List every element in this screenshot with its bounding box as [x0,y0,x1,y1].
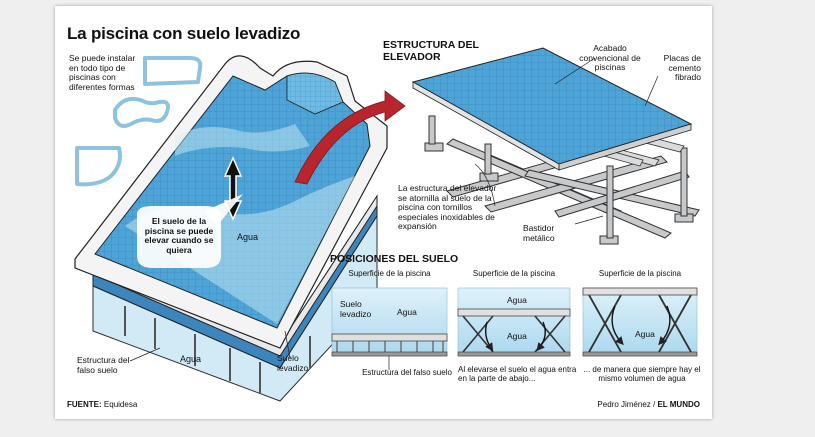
panel1-water-label: Agua [397,307,417,317]
page-title: La piscina con suelo levadizo [67,24,301,43]
panel3-top-label: Superficie de la piscina [598,269,682,278]
pool-shape-icons [75,56,203,187]
panel1-floor-label: Suelo levadizo [340,299,372,319]
author-name: Pedro Jiménez / [597,400,656,409]
shapes-note: Se puede instalar en todo tipo de piscin… [69,53,136,92]
frame-label: Bastidor metálico [523,223,555,243]
panel2-top-label: Superficie de la piscina [472,269,556,278]
panel2-caption: Al elevarse el suelo el agua entra en la… [458,365,577,383]
panel1-caption: Estructura del falso suelo [362,368,452,377]
source-credit: FUENTE: Equidesa [67,400,138,410]
brand-name: EL MUNDO [657,400,700,409]
raised-floor-label: Suelo levadizo [277,353,309,373]
bolts-label: La estructura del elevador se atornilla … [398,183,497,232]
positions-heading: POSICIONES DEL SUELO [330,253,459,265]
source-name: Equidesa [103,400,138,409]
author-credit: Pedro Jiménez / EL MUNDO [555,400,700,410]
panel2-water-top-label: Agua [507,295,527,305]
main-pool [74,55,388,402]
pool-shape-d-icon [75,146,122,187]
panel3-caption: ... de manera que siempre hay el mismo v… [583,365,701,383]
pool-callout: El suelo de la piscina se puede elevar c… [144,216,214,255]
false-floor-label: Estructura del falso suelo [77,355,130,375]
panel2-water-bottom-label: Agua [507,331,527,341]
zoom-arrow-icon [294,90,406,185]
position-panels [331,287,698,370]
elevator-structure [411,47,700,245]
panel3-water-label: Agua [635,329,655,339]
panel1-top-label: Superficie de la piscina [348,269,431,278]
plates-label: Placas de cemento fibrado [663,53,701,83]
pool-water-label: Agua [237,232,259,242]
pool-shape-kidney-icon [113,96,170,128]
pool-bottom-water-label: Agua [180,354,202,364]
source-label: FUENTE: [67,400,102,409]
structure-heading: ESTRUCTURA DEL ELEVADOR [383,39,479,63]
finish-label: Acabado convencional de piscinas [579,43,641,73]
illustration [74,47,700,402]
pool-shape-rect-icon [143,56,203,86]
infographic-card: La piscina con suelo levadizo Se puede i… [55,6,712,419]
